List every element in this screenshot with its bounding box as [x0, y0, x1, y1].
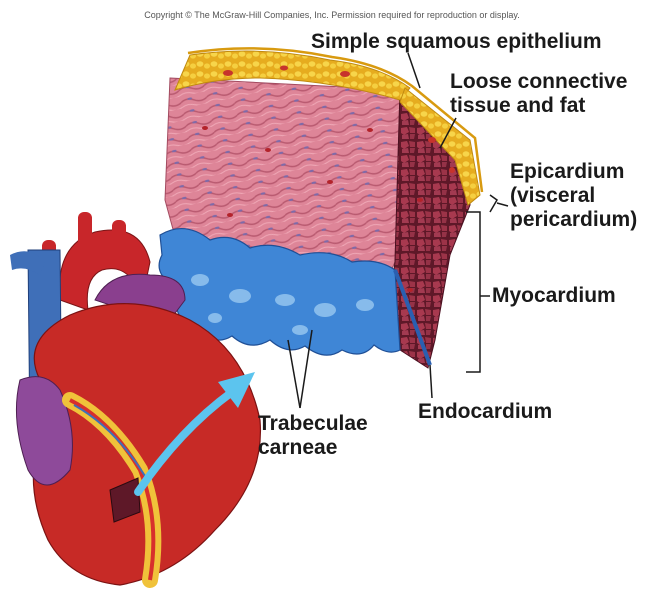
label-epicardium-line1: Epicardium	[510, 160, 637, 184]
label-epicardium: Epicardium (visceral pericardium)	[510, 160, 637, 232]
label-endocardium: Endocardium	[418, 400, 552, 424]
leader-endocardium	[430, 365, 432, 398]
tissue-block	[159, 48, 482, 368]
bracket-epicardium	[490, 195, 497, 212]
artery-branch-3	[112, 220, 126, 255]
label-loose-connective-tissue: Loose connective tissue and fat	[450, 70, 627, 118]
label-epicardium-line3: pericardium)	[510, 208, 637, 232]
label-myocardium: Myocardium	[492, 284, 616, 308]
label-loose-connective-line1: Loose connective	[450, 70, 627, 94]
leader-simple-squamous	[408, 53, 420, 88]
label-epicardium-line2: (visceral	[510, 184, 637, 208]
label-trabeculae-line2: carneae	[258, 436, 368, 460]
label-trabeculae-carneae: Trabeculae carneae	[258, 412, 368, 460]
label-simple-squamous-text: Simple squamous epithelium	[311, 30, 602, 54]
label-myocardium-text: Myocardium	[492, 284, 616, 308]
bracket-myocardium	[466, 212, 480, 372]
artery-branch-2	[78, 212, 92, 250]
copyright-notice: Copyright © The McGraw-Hill Companies, I…	[0, 10, 664, 20]
leader-epicardium	[497, 203, 508, 206]
label-simple-squamous-epithelium: Simple squamous epithelium	[311, 30, 602, 54]
label-endocardium-text: Endocardium	[418, 400, 552, 424]
label-loose-connective-line2: tissue and fat	[450, 94, 627, 118]
label-trabeculae-line1: Trabeculae	[258, 412, 368, 436]
